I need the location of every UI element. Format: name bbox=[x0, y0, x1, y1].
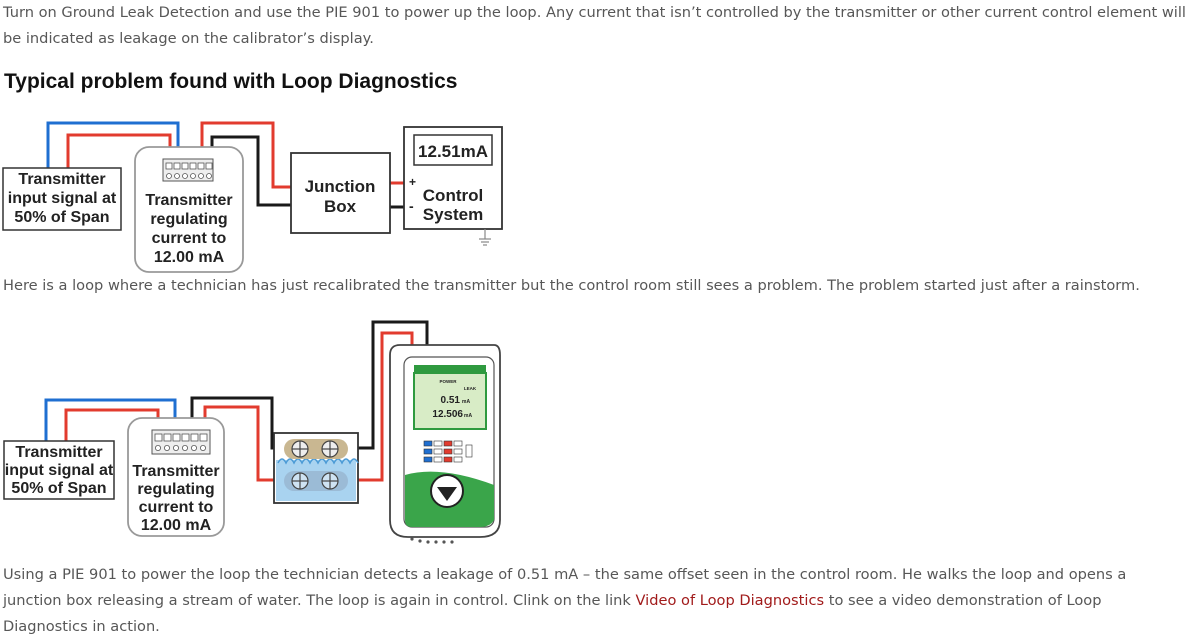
control-minus-sign: - bbox=[409, 198, 414, 214]
calibrator-screen bbox=[413, 372, 487, 430]
transmitter-input-label-2: input signal at bbox=[8, 190, 117, 207]
wire-red-1b bbox=[200, 121, 291, 189]
wire-black-2b bbox=[348, 320, 429, 450]
calibrator-leak-unit: mA bbox=[462, 399, 470, 405]
calibrator-power-label: POWER bbox=[439, 379, 457, 384]
calibrator-dial-pointer bbox=[437, 487, 457, 501]
calibrator-leak-value: 0.51 bbox=[441, 395, 461, 406]
wire-red-2b bbox=[203, 405, 284, 482]
screw-icon bbox=[291, 440, 339, 490]
transmitter-input-label-3: 50% of Span bbox=[14, 209, 109, 226]
water-waves bbox=[277, 458, 359, 465]
calibrator-header-strip bbox=[414, 365, 486, 372]
transmitter-regulating-label-2-3: current to bbox=[139, 499, 214, 516]
calibrator-keypad bbox=[423, 440, 473, 463]
section-heading: Typical problem found with Loop Diagnost… bbox=[4, 70, 458, 93]
wire-blue-2 bbox=[44, 398, 177, 441]
transmitter-input-label-2-1: Transmitter bbox=[15, 444, 102, 461]
transmitter-regulating-label-2-2: regulating bbox=[137, 481, 214, 498]
wire-blue-1 bbox=[46, 121, 180, 168]
transmitter-regulating-label-3: current to bbox=[152, 230, 227, 247]
transmitter-regulating-label-1: Transmitter bbox=[145, 192, 232, 209]
loop-diagram-1: Transmitter input signal at 50% of Span … bbox=[2, 121, 503, 273]
transmitter-regulating-label-2: regulating bbox=[150, 211, 227, 228]
transmitter-housing bbox=[134, 146, 244, 273]
transmitter-input-box-2 bbox=[3, 440, 115, 500]
transmitter-input-box bbox=[2, 167, 122, 231]
wire-black-1a bbox=[210, 135, 291, 207]
control-system-label-2: System bbox=[423, 205, 483, 224]
terminal-screws bbox=[165, 162, 213, 179]
calibrator-leak-label: LEAK bbox=[464, 386, 477, 391]
loop-diagram-2: Transmitter input signal at 50% of Span … bbox=[3, 320, 501, 544]
transmitter-input-label-2-3: 50% of Span bbox=[11, 480, 106, 497]
control-display-value: 12.51mA bbox=[418, 142, 488, 161]
control-system-label-1: Control bbox=[423, 186, 483, 205]
calibrator-loop-value: 12.506 bbox=[432, 409, 463, 420]
transmitter-regulating-label-2-1: Transmitter bbox=[132, 463, 219, 480]
terminal-screws-2 bbox=[154, 433, 208, 451]
closing-paragraph: Using a PIE 901 to power the loop the te… bbox=[3, 562, 1188, 640]
junction-box-label-2: Box bbox=[324, 197, 357, 216]
ground-symbol-icon bbox=[479, 229, 491, 246]
calibrator-bumper-dots bbox=[410, 537, 454, 544]
control-display bbox=[413, 134, 493, 166]
video-loop-diagnostics-link[interactable]: Video of Loop Diagnostics bbox=[635, 592, 825, 609]
calibrator-loop-unit: mA bbox=[464, 413, 472, 419]
transmitter-input-label-2-2: input signal at bbox=[5, 462, 114, 479]
wire-red-2c bbox=[348, 331, 414, 482]
control-plus-sign: + bbox=[409, 175, 416, 189]
junction-box-label-1: Junction bbox=[305, 177, 376, 196]
middle-paragraph: Here is a loop where a technician has ju… bbox=[3, 277, 1140, 294]
intro-paragraph: Turn on Ground Leak Detection and use th… bbox=[3, 4, 1186, 47]
junction-box bbox=[290, 152, 391, 234]
transmitter-regulating-label-4: 12.00 mA bbox=[154, 249, 225, 266]
transmitter-input-label-1: Transmitter bbox=[18, 171, 105, 188]
closing-text-before-link: Using a PIE 901 to power the loop the te… bbox=[3, 566, 1127, 609]
transmitter-regulating-label-2-4: 12.00 mA bbox=[141, 517, 212, 534]
